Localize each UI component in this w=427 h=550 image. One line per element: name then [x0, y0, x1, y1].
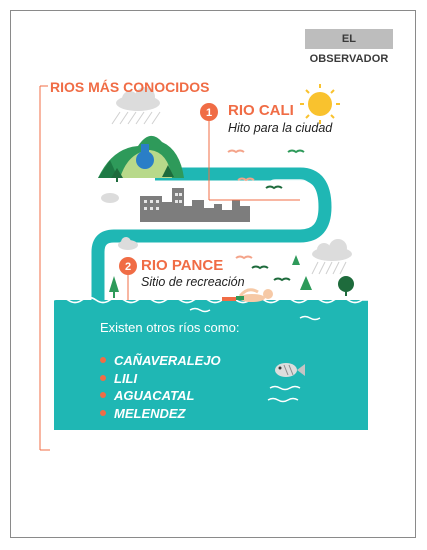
cloud-icon: [118, 237, 138, 250]
sea-block: [54, 300, 368, 430]
tree-icon: [292, 255, 354, 296]
brand-label: EL OBSERVADOR: [305, 29, 393, 65]
list-item: AGUACATAL: [100, 387, 221, 405]
building-icon: [140, 188, 250, 222]
river-1-description: Hito para la ciudad: [228, 121, 333, 135]
other-rivers-intro: Existen otros ríos como:: [100, 320, 240, 335]
fish-icon: [275, 363, 305, 377]
label-pointer: [127, 120, 300, 300]
swimmer-icon: [222, 288, 273, 302]
bullet-icon: [100, 392, 106, 398]
list-item: LILI: [100, 370, 221, 388]
rain-icon: [111, 111, 161, 125]
wave-icon: [53, 296, 368, 304]
list-item: CAÑAVERALEJO: [100, 352, 221, 370]
bullet-icon: [100, 357, 106, 363]
sun-icon: [300, 84, 340, 124]
title-bracket: [39, 85, 50, 451]
list-item: MELENDEZ: [100, 405, 221, 423]
infographic-frame: [10, 10, 416, 538]
river-1-name: RIO CALI: [228, 102, 294, 119]
badge-1-number: 1: [206, 107, 212, 119]
badge-2-number: 2: [125, 261, 131, 273]
bullet-icon: [100, 374, 106, 381]
river-path: [91, 167, 332, 300]
river-2-name: RIO PANCE: [141, 257, 224, 274]
tree-icon: [111, 165, 174, 182]
cloud-icon: [101, 193, 119, 203]
other-rivers-list: CAÑAVERALEJO LILI AGUACATAL MELENDEZ: [100, 352, 221, 422]
rain-icon: [311, 261, 347, 275]
river-2-description: Sitio de recreación: [141, 275, 245, 289]
badge-1: 1: [200, 103, 218, 121]
cloud-icon: [312, 239, 352, 261]
bullet-icon: [100, 409, 106, 416]
mountain-icon: [98, 135, 184, 178]
cloud-icon: [116, 87, 160, 111]
page-title: RIOS MÁS CONOCIDOS: [50, 79, 210, 95]
tree-icon: [109, 276, 119, 298]
bird-icon: [227, 149, 305, 282]
badge-2: 2: [119, 257, 137, 275]
